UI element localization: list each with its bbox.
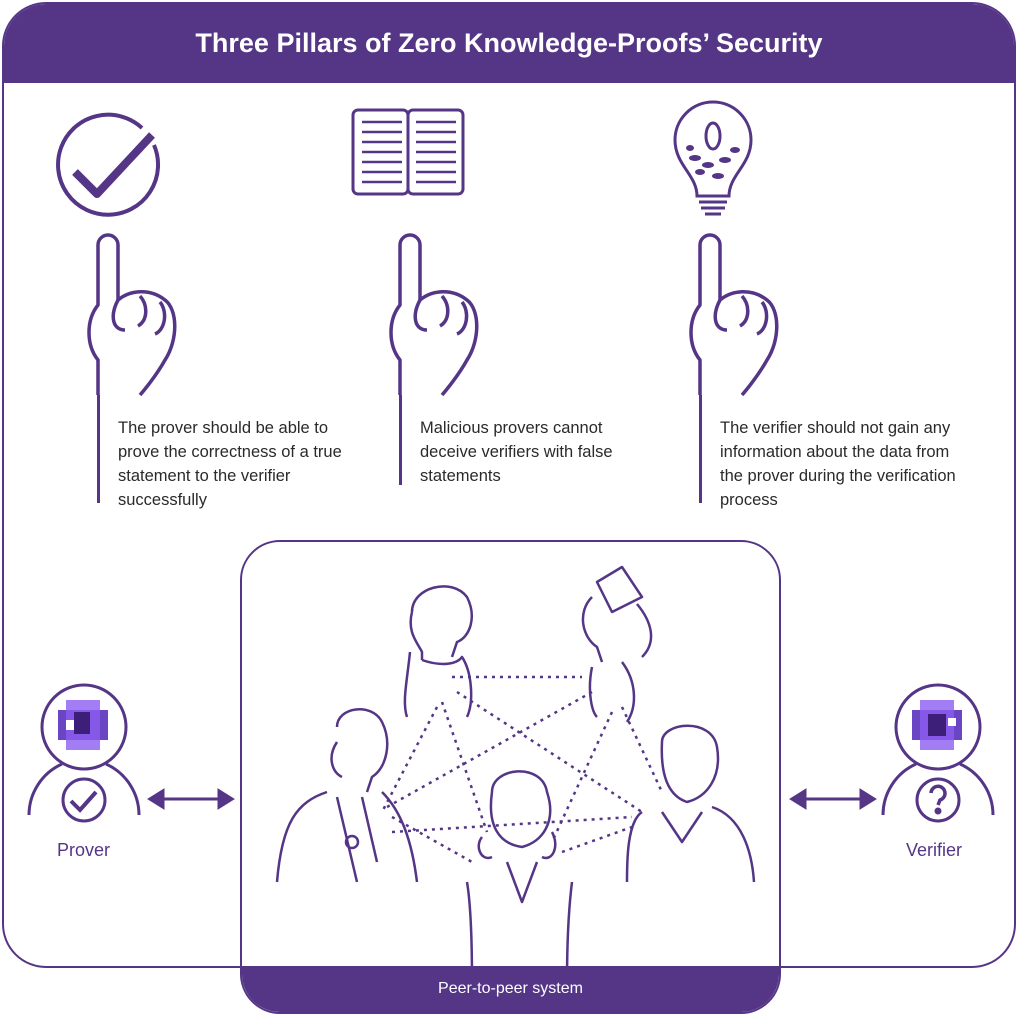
person-man-young-icon bbox=[403, 585, 473, 718]
page-title: Three Pillars of Zero Knowledge-Proofs’ … bbox=[195, 28, 823, 58]
pillar-stem bbox=[699, 395, 702, 503]
person-pharmacist-icon bbox=[465, 770, 574, 983]
pillar-stem bbox=[399, 395, 402, 485]
peer-to-peer-panel: Peer-to-peer system bbox=[240, 540, 781, 1014]
peer-network-illustration bbox=[275, 565, 756, 983]
pillar-icons bbox=[56, 100, 779, 397]
person-nurse-icon bbox=[581, 565, 653, 723]
connection-line bbox=[391, 815, 633, 834]
pointing-hand-icon bbox=[389, 233, 479, 397]
lightbulb-icon bbox=[673, 100, 753, 216]
pillar-3-text: The verifier should not gain any informa… bbox=[720, 419, 956, 509]
prover-label: Prover bbox=[57, 840, 111, 860]
pillar-2-text: Malicious provers cannot deceive verifie… bbox=[420, 419, 613, 485]
connection-line bbox=[380, 706, 439, 813]
pillar-stem bbox=[97, 395, 100, 503]
pointing-hand-icon bbox=[87, 233, 177, 397]
verifier-label: Verifier bbox=[906, 840, 963, 860]
connection-line bbox=[561, 825, 633, 854]
title-bar: Three Pillars of Zero Knowledge-Proofs’ … bbox=[4, 4, 1014, 83]
pointing-hand-icon bbox=[689, 233, 779, 397]
person-doctor-icon bbox=[275, 708, 419, 883]
connection-line bbox=[386, 690, 593, 809]
pillar-1-text: The prover should be able to prove the c… bbox=[118, 419, 342, 509]
open-book-icon bbox=[351, 108, 465, 196]
checkmark-circle-icon bbox=[56, 112, 160, 217]
infographic-frame: Three Pillars of Zero Knowledge-Proofs’ … bbox=[2, 2, 1016, 968]
peer-to-peer-label: Peer-to-peer system bbox=[242, 966, 779, 1012]
connection-line bbox=[440, 701, 489, 833]
person-bearded-man-icon bbox=[625, 724, 756, 883]
